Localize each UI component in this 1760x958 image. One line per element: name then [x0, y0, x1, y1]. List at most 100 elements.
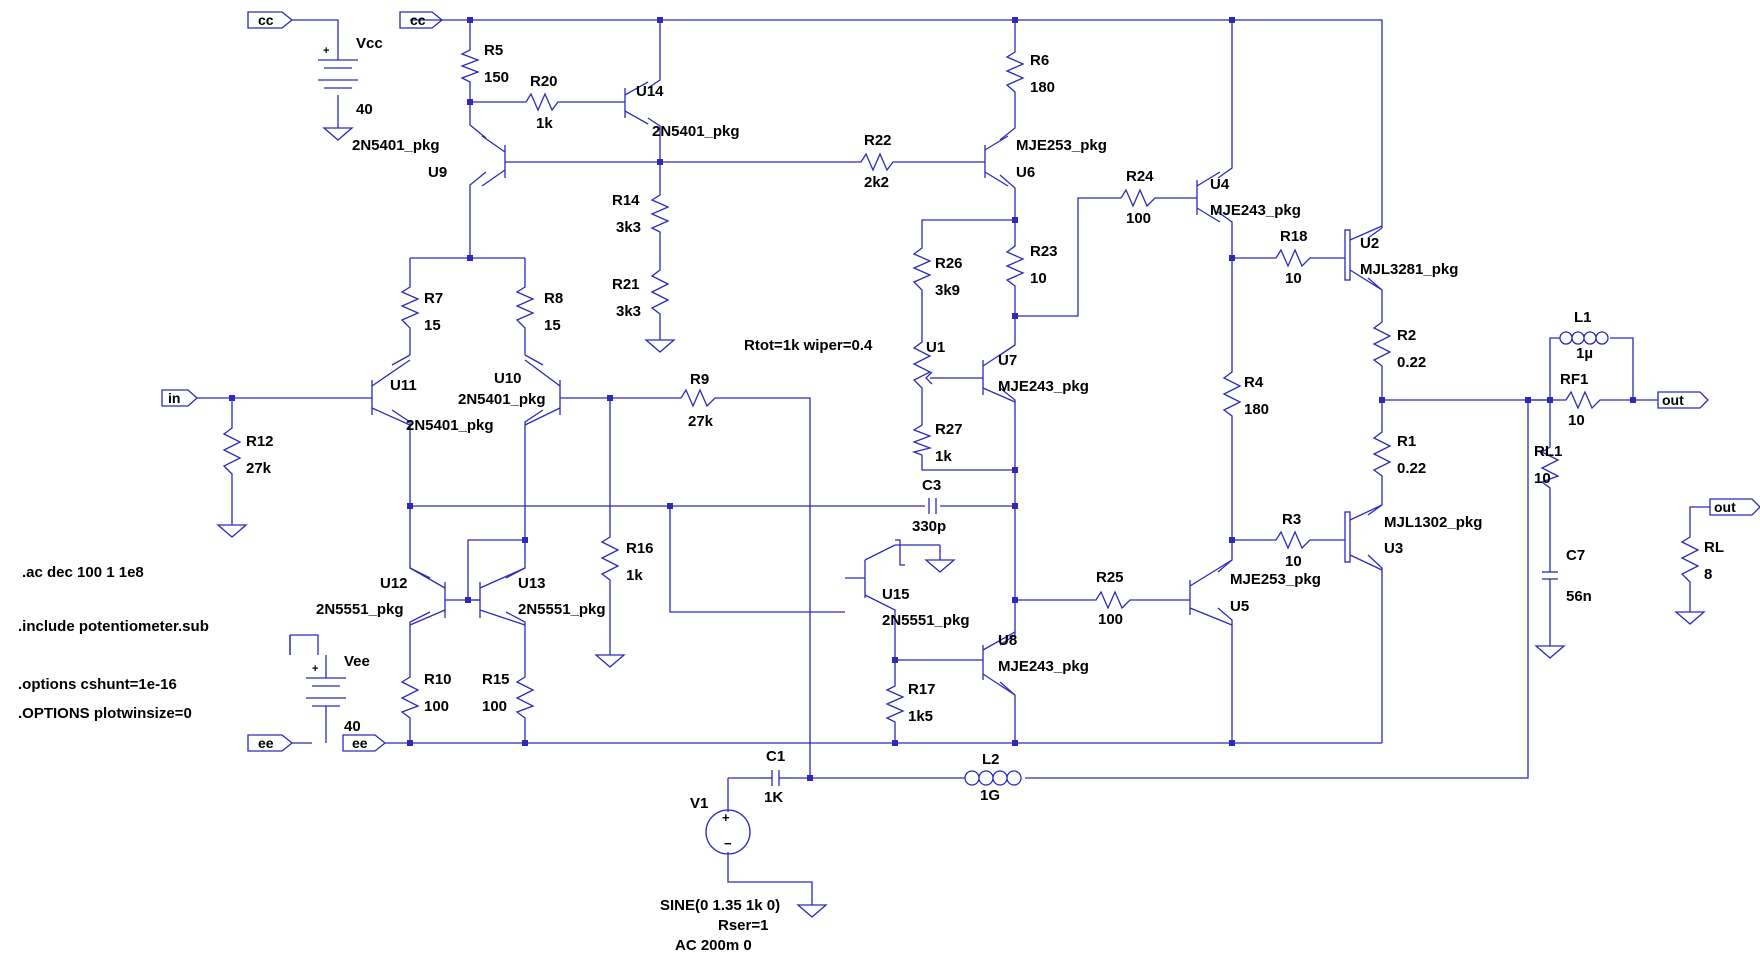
label-r26-name: R26 [935, 255, 963, 272]
label-c1-name: C1 [766, 748, 785, 765]
junction [1012, 467, 1018, 473]
label-rl1-value: 10 [1534, 470, 1551, 487]
label-r10-name: R10 [424, 671, 452, 688]
label-vcc-value: 40 [356, 101, 373, 118]
ground-symbols [216, 127, 1706, 918]
junction [1012, 217, 1018, 223]
label-u13-name: U13 [518, 575, 546, 592]
transistor-u9 [481, 135, 506, 187]
resistor-r15 [515, 670, 535, 720]
transistor-u6 [984, 135, 1009, 187]
ground-icon [924, 559, 956, 573]
directive-include[interactable]: .include potentiometer.sub [18, 618, 209, 635]
label-r21-value: 3k3 [616, 303, 641, 320]
label-u9-model: 2N5401_pkg [352, 137, 440, 154]
junction [1525, 397, 1531, 403]
source-v1: + − [705, 809, 751, 855]
junction [407, 740, 413, 746]
svg-text:cc: cc [410, 12, 426, 28]
label-r12-name: R12 [246, 433, 274, 450]
label-u14-name: U14 [636, 83, 664, 100]
resistor-r17 [885, 680, 905, 725]
junction [522, 537, 528, 543]
svg-text:+: + [722, 810, 730, 825]
label-u4-model: MJE243_pkg [1210, 202, 1301, 219]
source-vee: + [306, 655, 346, 720]
resistor-rl1 [1540, 440, 1560, 490]
resistor-r6 [1005, 45, 1025, 100]
label-r2-value: 0.22 [1397, 354, 1426, 371]
junction [465, 597, 471, 603]
junction [1012, 17, 1018, 23]
junction [229, 395, 235, 401]
label-u11-name: U11 [390, 377, 417, 394]
label-l1-value: 1µ [1576, 345, 1593, 362]
label-r23-value: 10 [1030, 270, 1047, 287]
label-u14-model: 2N5401_pkg [652, 123, 740, 140]
resistor-r2 [1372, 315, 1392, 370]
label-r8-name: R8 [544, 290, 563, 307]
resistor-r1 [1372, 425, 1392, 478]
junction [1012, 503, 1018, 509]
label-r1-value: 0.22 [1397, 460, 1426, 477]
label-rl-value: 8 [1704, 566, 1712, 583]
junction [1379, 397, 1385, 403]
ground-icon [216, 524, 248, 538]
label-u6-name: U6 [1016, 164, 1035, 181]
label-rl1-name: RL1 [1534, 443, 1562, 460]
junction [467, 99, 473, 105]
transistor-u10 [524, 359, 561, 426]
label-r18-value: 10 [1285, 270, 1302, 287]
resistor-rl [1680, 530, 1700, 590]
junction [607, 395, 613, 401]
ground-icon [1534, 645, 1566, 659]
resistor-r20 [520, 92, 560, 112]
label-r6-name: R6 [1030, 52, 1049, 69]
source-vcc: + [318, 45, 358, 89]
label-r15-value: 100 [482, 698, 507, 715]
svg-text:ee: ee [258, 735, 274, 751]
label-r20-value: 1k [536, 115, 553, 132]
directive-ac[interactable]: .ac dec 100 1 1e8 [22, 564, 144, 581]
resistor-r5 [460, 45, 480, 85]
label-u1-params: Rtot=1k wiper=0.4 [744, 337, 873, 354]
label-c7-name: C7 [1566, 547, 1585, 564]
resistor-r25 [1090, 590, 1135, 610]
resistor-r26 [912, 240, 932, 295]
resistor-r16 [600, 530, 620, 585]
ground-icon [322, 127, 354, 141]
label-r9-value: 27k [688, 413, 714, 430]
label-r16-value: 1k [626, 567, 643, 584]
junction [1229, 17, 1235, 23]
junction [657, 159, 663, 165]
directive-options-cshunt[interactable]: .options cshunt=1e-16 [18, 676, 177, 693]
label-vee-name: Vee [344, 653, 370, 670]
label-u2-model: MJL3281_pkg [1360, 261, 1458, 278]
transistor-u7 [982, 344, 1016, 403]
label-u10-name: U10 [494, 370, 522, 387]
label-u13-model: 2N5551_pkg [518, 601, 606, 618]
label-u1-name: U1 [926, 339, 945, 356]
svg-text:ee: ee [352, 735, 368, 751]
junctions [229, 17, 1636, 781]
resistor-r9 [675, 388, 720, 408]
net-flags: cc cc ee ee in out out [161, 11, 1760, 752]
junction [1012, 597, 1018, 603]
svg-text:cc: cc [258, 12, 274, 28]
ground-icon [594, 654, 626, 668]
label-rl-name: RL [1704, 539, 1724, 556]
resistor-r21 [650, 260, 670, 320]
label-u3-name: U3 [1384, 540, 1403, 557]
component-labels: Vcc 40 Vee 40 V1 SINE(0 1.35 1k 0) Rser=… [246, 35, 1724, 954]
net-flag-out-2: out [1709, 498, 1760, 516]
label-r17-name: R17 [908, 681, 936, 698]
label-u4-name: U4 [1210, 176, 1230, 193]
resistor-symbols [222, 45, 1700, 725]
label-l2-value: 1G [980, 787, 1000, 804]
label-r17-value: 1k5 [908, 708, 933, 725]
junction [667, 503, 673, 509]
ground-icon [1674, 611, 1706, 625]
label-u5-name: U5 [1230, 598, 1249, 615]
directive-options-plotwinsize[interactable]: .OPTIONS plotwinsize=0 [18, 705, 192, 722]
